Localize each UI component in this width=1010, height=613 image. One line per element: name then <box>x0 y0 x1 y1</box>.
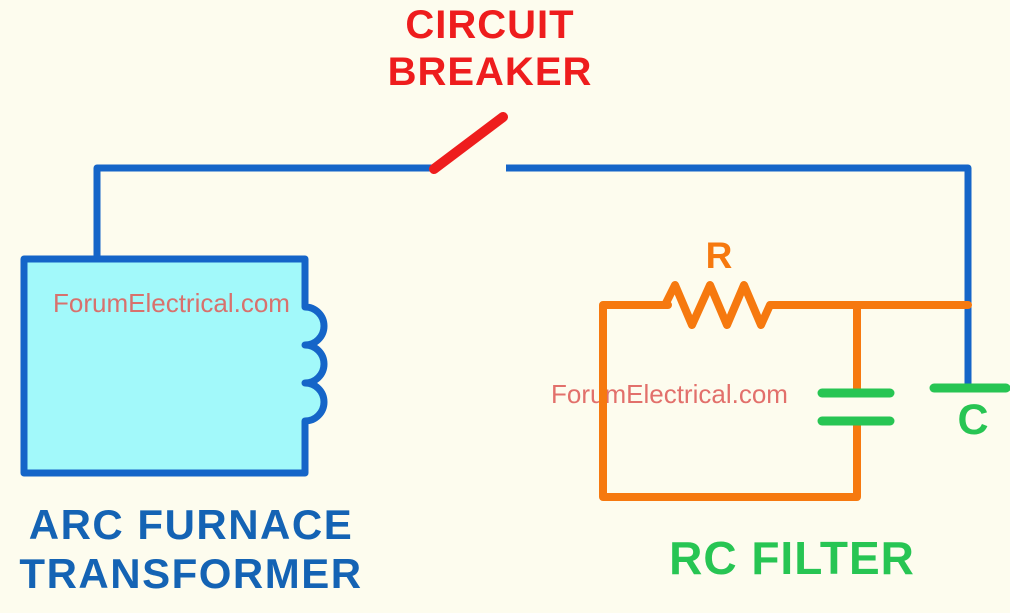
arc-furnace-transformer-label: ARC FURNACE TRANSFORMER <box>19 501 363 598</box>
supply-wire-left <box>93 164 433 263</box>
circuit-breaker-title: CIRCUIT BREAKER <box>387 3 593 94</box>
rc-filter-loop-wire <box>599 301 861 501</box>
watermark-rc-filter: ForumElectrical.com <box>551 379 788 409</box>
capacitor-c-label: C <box>957 396 989 444</box>
rc-filter-label: RC FILTER <box>669 532 915 584</box>
circuit-breaker-blade-icon <box>429 112 508 174</box>
watermark-transformer-box: ForumElectrical.com <box>53 288 290 318</box>
supply-wire-right <box>506 164 972 388</box>
transformer-box-with-coil-icon <box>20 255 328 477</box>
resistor-r-label: R <box>705 235 733 276</box>
resistor-symbol-icon <box>661 281 972 329</box>
